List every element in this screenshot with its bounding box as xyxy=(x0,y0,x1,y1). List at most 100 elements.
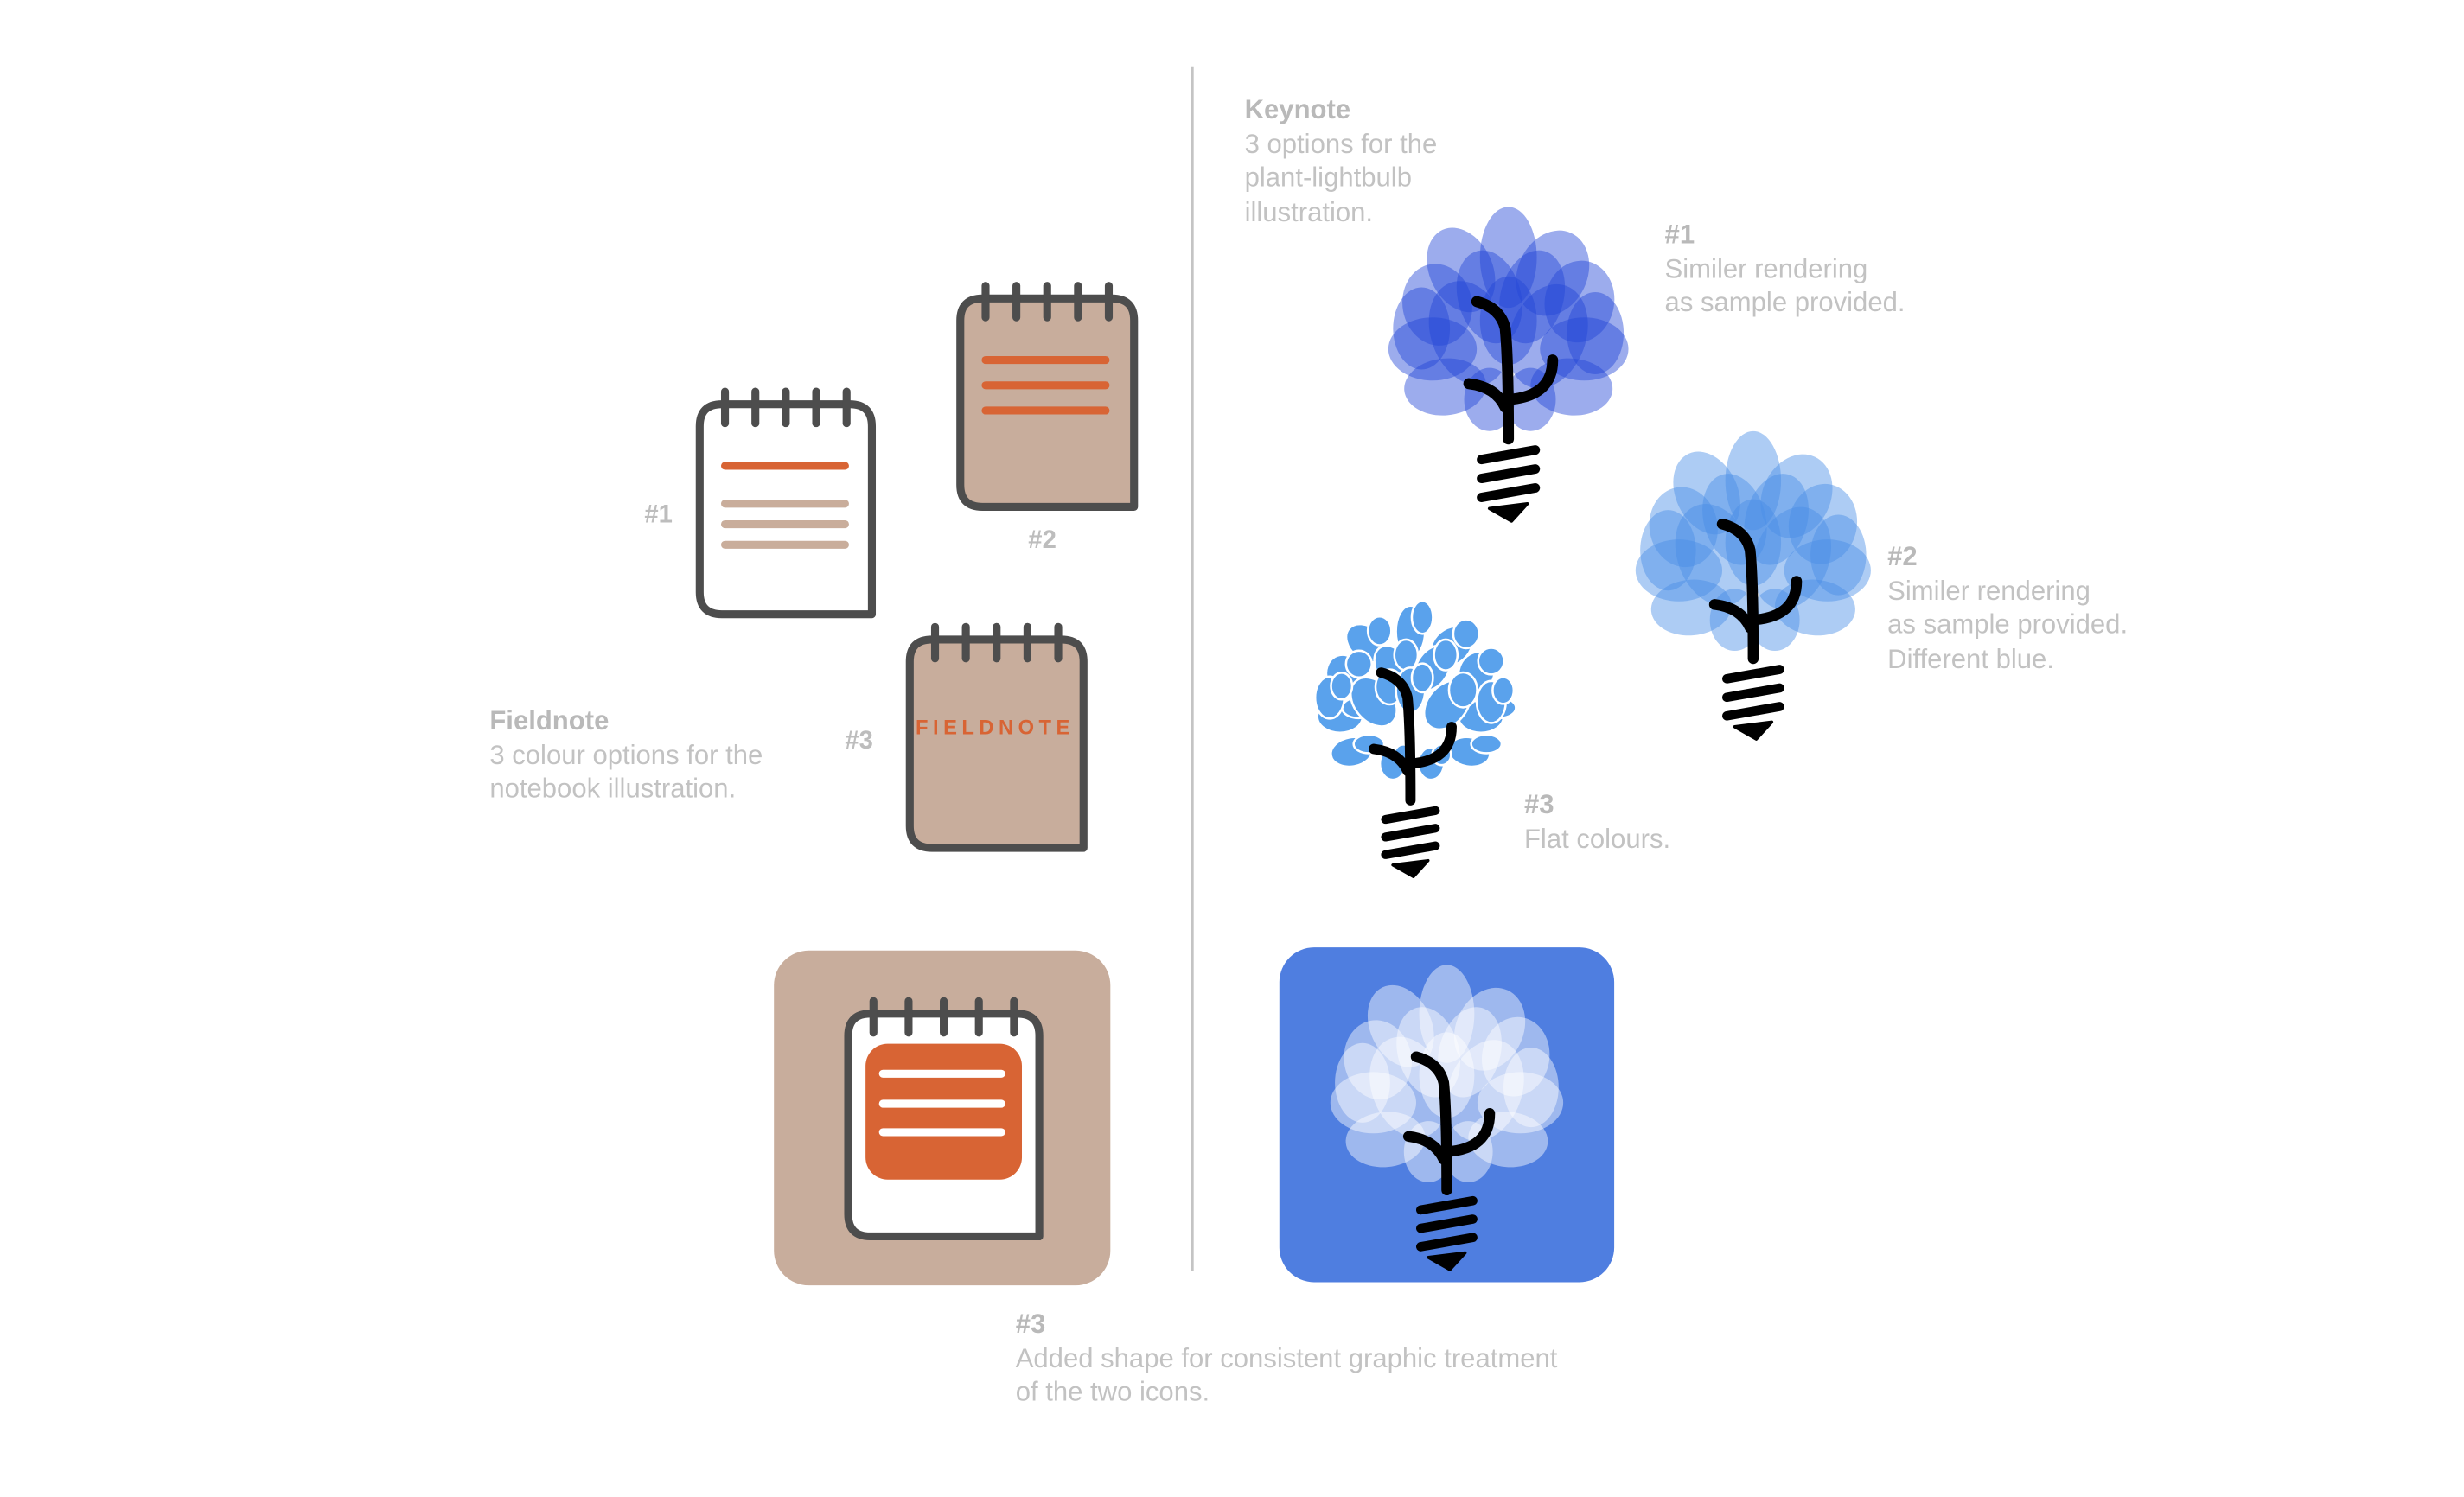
bulb-thread xyxy=(1381,824,1440,842)
fieldnote-cover-text: FIELDNOTE xyxy=(916,717,1075,740)
keynote-option-1-note: #1 Similer rendering as sample provided. xyxy=(1665,218,1905,320)
option-label: #3 xyxy=(1523,789,1554,820)
combined-note: #3 Added shape for consistent graphic tr… xyxy=(1016,1308,1558,1410)
bulb-tip xyxy=(1427,1251,1467,1271)
plant-branch xyxy=(1368,743,1413,776)
leaf-shape xyxy=(1540,317,1629,381)
fieldnote-description: Fieldnote 3 colour options for the noteb… xyxy=(489,704,763,806)
notebook-body xyxy=(695,400,877,619)
option-label: #1 xyxy=(1664,219,1695,250)
option-line: Similer rendering xyxy=(1664,253,1868,283)
leaf-shape xyxy=(1453,987,1526,1071)
plant-branch xyxy=(1402,1131,1450,1165)
keynote-option-2-note: #2 Similer rendering as sample provided.… xyxy=(1887,540,2128,676)
leaf-shape xyxy=(1508,283,1588,389)
fieldnote-tile-notebook xyxy=(844,997,1044,1241)
notebook-body xyxy=(905,635,1088,852)
bulb-thread xyxy=(1477,445,1541,465)
leaf-shape xyxy=(1344,1020,1412,1100)
leaf-shape xyxy=(1479,207,1537,309)
fieldnote-line: notebook illustration. xyxy=(489,774,737,804)
leaf-shape xyxy=(1402,264,1472,346)
notebook-option-3: FIELDNOTE xyxy=(905,622,1088,852)
notebook-label-2: #2 xyxy=(1028,527,1056,555)
option-line: Similer rendering xyxy=(1887,575,2091,606)
leaf-shape xyxy=(1503,1048,1559,1128)
leaf-shape xyxy=(1446,1040,1524,1142)
leaf-shape xyxy=(1366,615,1393,647)
bulb-thread xyxy=(1415,1214,1478,1233)
leaf-shape xyxy=(1650,579,1732,636)
option-line: as sample provided. xyxy=(1887,609,2129,640)
leaf-shape xyxy=(1567,291,1625,374)
leaf-shape xyxy=(1393,287,1451,370)
leaf-shape xyxy=(1452,618,1481,650)
leaf-shape xyxy=(1481,1016,1550,1097)
leaf-shape xyxy=(1673,451,1740,535)
bulb-thread xyxy=(1477,464,1541,484)
plant-branch xyxy=(1747,576,1803,626)
leaf-shape xyxy=(1427,227,1496,313)
option-line: Different blue. xyxy=(1887,643,2054,674)
bulb-thread xyxy=(1381,806,1440,825)
bulb-tip xyxy=(1487,501,1529,523)
fieldnote-line: 3 colour options for the xyxy=(489,739,763,770)
bulb-thread xyxy=(1415,1195,1478,1215)
keynote-title: Keynote xyxy=(1244,94,1351,125)
leaf-shape xyxy=(1544,260,1615,343)
bulb-thread xyxy=(1415,1233,1478,1252)
keynote-line: 3 options for the xyxy=(1244,128,1438,159)
notebook-cover-panel xyxy=(865,1043,1023,1180)
bulb-thread xyxy=(1381,841,1440,859)
bulb-thread xyxy=(1722,665,1784,684)
leaf-shape xyxy=(1477,647,1505,676)
lightbulb-option-2 xyxy=(1635,430,1871,741)
leaf-shape xyxy=(1752,506,1832,609)
bulb-tip xyxy=(1391,858,1430,879)
leaf-shape xyxy=(1788,483,1858,564)
leaf-shape xyxy=(1335,1042,1390,1123)
leaf-shape xyxy=(1499,250,1566,344)
leaf-shape xyxy=(1388,317,1478,381)
leaf-shape xyxy=(1433,638,1459,672)
leaf-shape xyxy=(1635,539,1723,602)
leaf-shape xyxy=(1330,672,1354,701)
notebook-label-3: #3 xyxy=(845,728,873,755)
leaf-shape xyxy=(1345,1112,1426,1168)
notebook-option-2 xyxy=(956,282,1139,512)
leaf-shape xyxy=(1404,358,1487,416)
notebook-label-1: #1 xyxy=(644,501,673,530)
leaf-shape xyxy=(1410,662,1434,694)
leaf-shape xyxy=(1344,649,1374,679)
leaf-shape xyxy=(1640,510,1696,591)
lightbulb-tile-icon xyxy=(1330,965,1564,1271)
lightbulb-option-1 xyxy=(1388,207,1629,523)
leaf-shape xyxy=(1438,1007,1502,1098)
leaf-shape xyxy=(1810,514,1867,596)
leaf-shape xyxy=(1419,965,1475,1063)
leaf-shape xyxy=(1744,474,1809,565)
bulb-thread xyxy=(1477,483,1541,502)
lightbulb-option-3 xyxy=(1313,599,1517,879)
option-line: Flat colours. xyxy=(1523,823,1671,854)
leaf-shape xyxy=(1649,487,1718,568)
fieldnote-title: Fieldnote xyxy=(489,705,610,736)
leaf-shape xyxy=(1410,599,1434,635)
bulb-tip xyxy=(1733,720,1774,741)
leaf-shape xyxy=(1330,1072,1416,1134)
option-label: #2 xyxy=(1887,541,1918,572)
option-line: as sample provided. xyxy=(1664,287,1905,318)
bulb-thread xyxy=(1722,683,1784,703)
combined-label: #3 xyxy=(1015,1309,1046,1340)
plant-branch xyxy=(1463,378,1511,413)
leaf-shape xyxy=(1491,676,1516,705)
keynote-line: illustration. xyxy=(1244,196,1374,227)
keynote-description: Keynote 3 options for the plant-lightbul… xyxy=(1245,93,1438,229)
leaf-shape xyxy=(1393,638,1420,672)
bulb-thread xyxy=(1722,702,1784,721)
leaf-shape xyxy=(1784,539,1871,602)
plant-branch xyxy=(1708,599,1756,634)
plant-branch xyxy=(1503,354,1559,405)
